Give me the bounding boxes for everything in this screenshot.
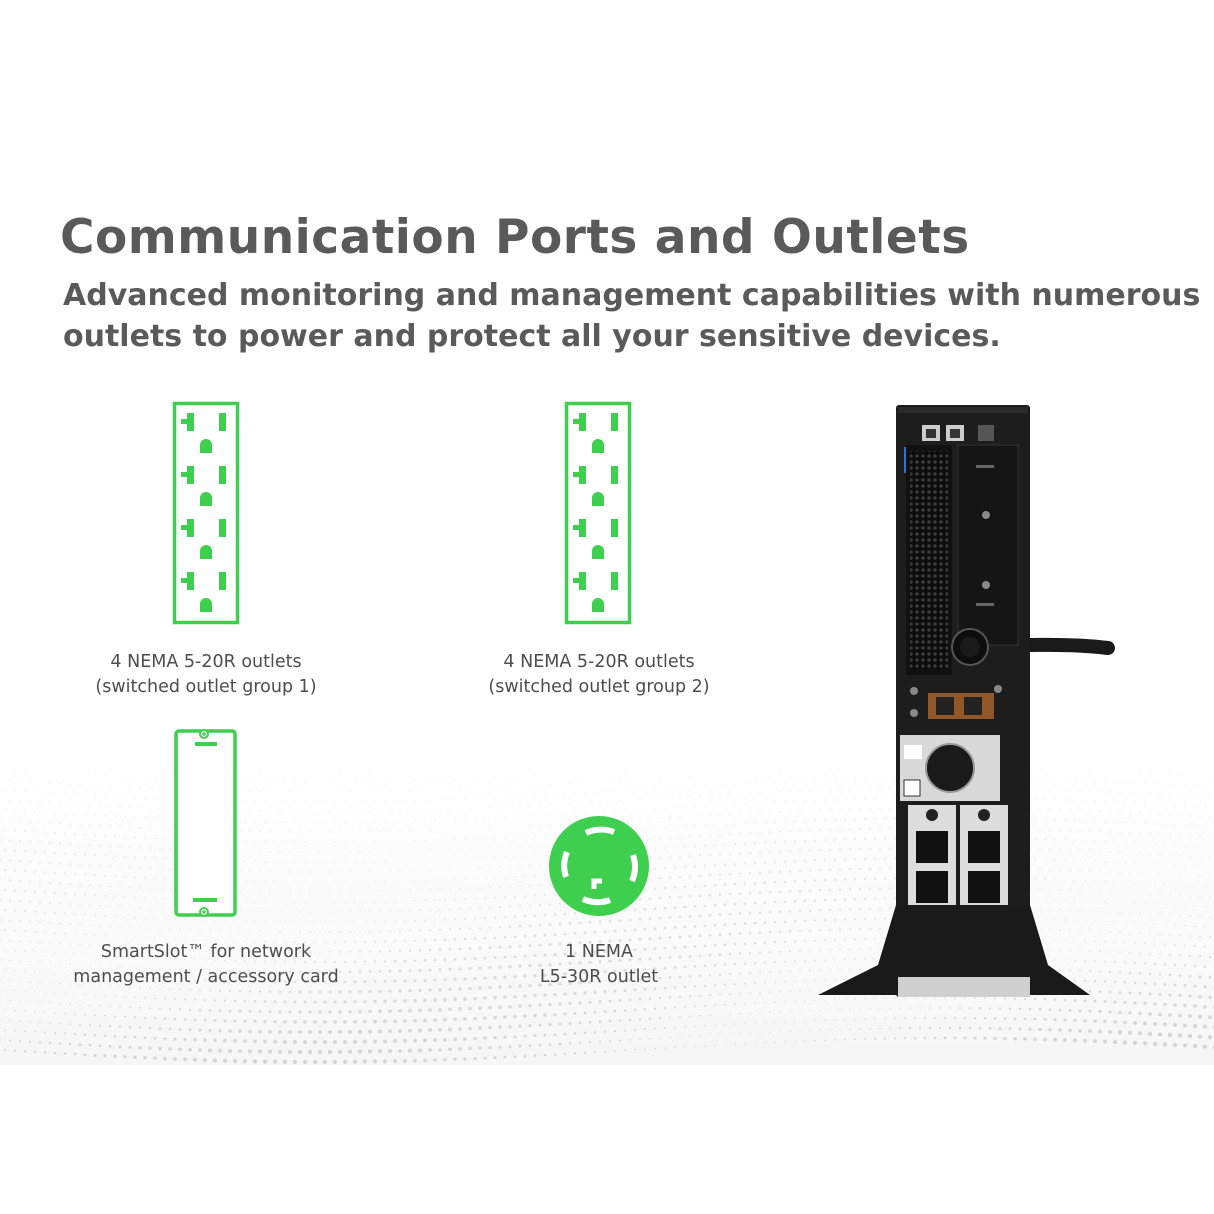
caption-line: (switched outlet group 2)	[488, 677, 710, 697]
feature-caption-l5-30r: 1 NEMA L5-30R outlet	[480, 940, 718, 990]
caption-line: 4 NEMA 5-20R outlets	[503, 652, 695, 672]
caption-line: (switched outlet group 1)	[95, 677, 317, 697]
nema-l5-30r-outlet-icon	[549, 816, 649, 916]
page-subtitle: Advanced monitoring and management capab…	[63, 275, 1203, 357]
feature-caption-outlets-group-1: 4 NEMA 5-20R outlets (switched outlet gr…	[60, 650, 352, 700]
subtitle-line-1: Advanced monitoring and management capab…	[63, 278, 1201, 313]
ups-rear-panel-image	[818, 405, 1115, 997]
caption-line: 1 NEMA	[565, 942, 633, 962]
caption-line: L5-30R outlet	[539, 967, 659, 987]
page-title: Communication Ports and Outlets	[60, 210, 970, 265]
smartslot-card-icon	[174, 729, 237, 917]
outlet-strip-group-2-icon	[564, 401, 632, 625]
feature-caption-smartslot: SmartSlot™ for network management / acce…	[50, 940, 362, 990]
subtitle-line-2: outlets to power and protect all your se…	[63, 319, 1001, 354]
feature-caption-outlets-group-2: 4 NEMA 5-20R outlets (switched outlet gr…	[455, 650, 743, 700]
caption-line: SmartSlot™ for network	[100, 942, 312, 962]
outlet-strip-group-1-icon	[172, 401, 240, 625]
caption-line: management / accessory card	[73, 967, 339, 987]
caption-line: 4 NEMA 5-20R outlets	[110, 652, 302, 672]
